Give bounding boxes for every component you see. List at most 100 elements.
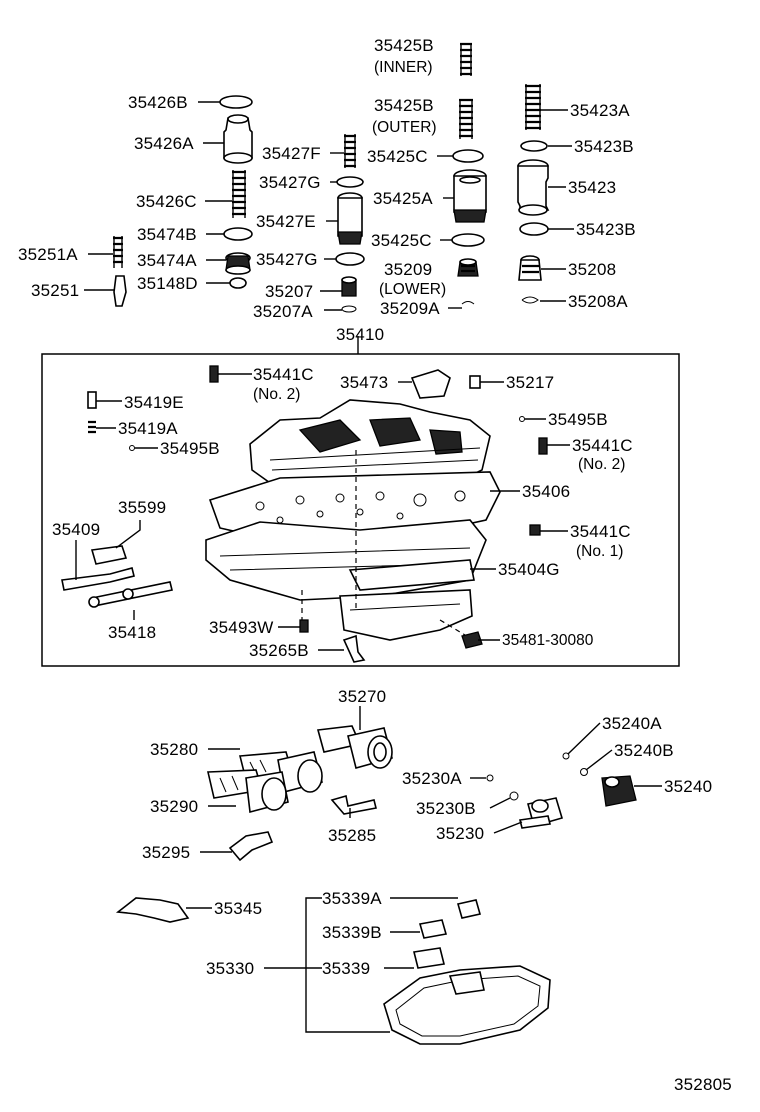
callout-label: 35425B	[374, 96, 434, 115]
callout-label: 35425C	[371, 231, 432, 250]
valve-body-35406	[205, 399, 501, 641]
callout-label: 35409	[52, 520, 100, 539]
ring-35427g-upper	[336, 176, 364, 188]
ring-35230b	[509, 791, 519, 801]
plunger-35426a	[223, 114, 253, 164]
bolt-35493w	[299, 619, 309, 633]
spring-35425b-inner	[460, 42, 472, 76]
callout-label: (No. 1)	[576, 543, 623, 560]
solenoid-35230	[519, 797, 563, 829]
callout-label: 35251	[31, 281, 79, 300]
callout-label: 35419A	[118, 419, 178, 438]
clip-35208a	[521, 296, 539, 304]
callout-label: 35423B	[576, 220, 636, 239]
callout-label: 35265B	[249, 641, 309, 660]
clip-35285	[330, 794, 377, 815]
solenoid-35240	[601, 775, 637, 807]
callout-label: 35423	[568, 178, 616, 197]
callout-label: 35230B	[416, 799, 476, 818]
callout-label: 35423B	[574, 137, 634, 156]
callout-label: 35441C	[253, 365, 314, 384]
callout-label: 35217	[506, 373, 554, 392]
callout-label: 35406	[522, 482, 570, 501]
valve-35209	[457, 258, 479, 277]
sleeve-35423	[517, 159, 550, 216]
callout-label: (No. 2)	[578, 456, 625, 473]
pin-35217	[469, 375, 481, 389]
callout-label: 35427E	[256, 212, 316, 231]
callout-label: (INNER)	[374, 59, 433, 76]
callout-label: 35474B	[137, 225, 197, 244]
ring-35426b	[219, 95, 253, 109]
bracket-35345	[115, 897, 190, 923]
leader-lines	[75, 101, 662, 1033]
callout-label: 35425A	[373, 189, 433, 208]
ring-35425c-lower	[451, 233, 485, 247]
callout-label: (LOWER)	[379, 281, 446, 298]
bracket-35473	[410, 369, 451, 399]
ring-35425c-upper	[452, 149, 484, 163]
callout-label: 35240A	[602, 714, 662, 733]
callout-label: 35280	[150, 740, 198, 759]
callout-label: 35427G	[256, 250, 318, 269]
callout-label: (OUTER)	[372, 119, 437, 136]
callout-label: 35209	[384, 260, 432, 279]
ring-35474b	[223, 227, 253, 241]
ring-35240b	[580, 768, 588, 776]
callout-label: 35290	[150, 797, 198, 816]
ball-35495b-left	[129, 445, 135, 451]
ring-35427g-lower	[335, 252, 365, 266]
callout-label: 35208A	[568, 292, 628, 311]
plate-35251	[113, 275, 127, 307]
sleeve-35425a	[453, 169, 487, 223]
callout-label: 35427F	[262, 144, 321, 163]
solenoid-35290	[207, 769, 289, 814]
ring-35230a	[486, 774, 494, 782]
valve-body-group-frame	[41, 353, 680, 667]
callout-labels: 35425B (INNER) 35426B 35425B (OUTER) 354…	[18, 36, 712, 978]
pin-35419e	[87, 391, 97, 409]
ring-35423b-upper	[520, 140, 548, 152]
plunger-35427e	[337, 192, 363, 245]
callout-label: 35481-30080	[502, 632, 594, 649]
callout-label: 35423A	[570, 101, 630, 120]
callout-label: 35209A	[380, 299, 440, 318]
callout-label: 35240B	[614, 741, 674, 760]
magnet-35339a	[456, 899, 482, 919]
callout-label: 35495B	[548, 410, 608, 429]
ring-35148d	[229, 277, 247, 289]
diagram-reference-code: 352805	[674, 1075, 732, 1094]
callout-label: 35404G	[498, 560, 560, 579]
callout-label: 35493W	[209, 618, 274, 637]
ball-35495b-right	[519, 416, 525, 422]
lever-35409	[61, 567, 135, 591]
callout-label: 35207	[265, 282, 313, 301]
callout-label: 35339B	[322, 923, 382, 942]
spring-35419a	[88, 420, 96, 434]
ring-35240a	[562, 752, 570, 760]
bolt-35481-30080	[461, 631, 483, 649]
rod-35418	[88, 581, 173, 608]
callout-label: 35495B	[160, 439, 220, 458]
spring-35425b-outer	[459, 98, 473, 139]
valve-35207	[341, 276, 357, 297]
callout-label: 35339A	[322, 889, 382, 908]
bracket-35265b	[342, 634, 366, 663]
callout-label: 35426B	[128, 93, 188, 112]
callout-label: 35339	[322, 959, 370, 978]
oil-pan-35330	[383, 965, 551, 1045]
callout-label: 35441C	[572, 436, 633, 455]
clip-35207a	[341, 305, 357, 313]
spring-35427f	[344, 134, 356, 168]
valve-35208	[518, 255, 542, 281]
callout-label: 35251A	[18, 245, 78, 264]
callout-label: 35427G	[259, 173, 321, 192]
callout-label: 35441C	[570, 522, 631, 541]
callout-label: 35230	[436, 824, 484, 843]
callout-label: 35230A	[402, 769, 462, 788]
magnet-35339	[413, 947, 445, 969]
callout-label: 35426C	[136, 192, 197, 211]
callout-label: 35330	[206, 959, 254, 978]
spring-35426c	[232, 170, 246, 218]
